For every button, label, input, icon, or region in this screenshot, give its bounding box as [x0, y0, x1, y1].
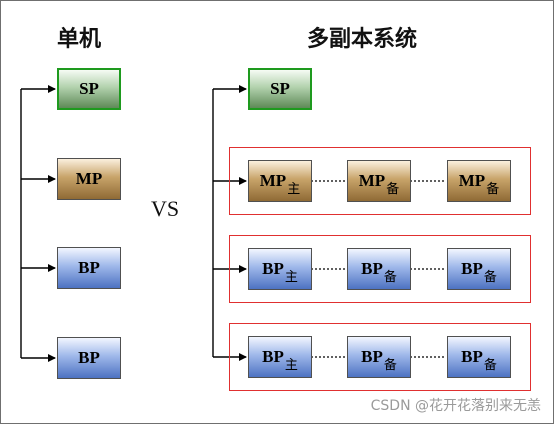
- bp-replica-group-2: [229, 323, 531, 391]
- node-label: MP: [75, 169, 103, 188]
- role-tag: 备: [483, 357, 497, 373]
- node-label: BP: [262, 259, 284, 278]
- role-tag: 主: [284, 357, 298, 373]
- node-label: SP: [79, 79, 99, 98]
- role-tag: 备: [386, 181, 400, 197]
- role-tag: 备: [483, 269, 497, 285]
- role-tag: 备: [383, 269, 397, 285]
- left-sp-node: SP: [57, 68, 121, 110]
- node-label: MP: [358, 171, 386, 190]
- vs-label: VS: [151, 196, 180, 221]
- left-mp-node: MP: [57, 158, 121, 200]
- node-label: BP: [361, 259, 383, 278]
- node-label: BP: [361, 347, 383, 366]
- node-label: BP: [461, 259, 483, 278]
- watermark-text: CSDN @花开花落别来无恙: [370, 398, 541, 414]
- node-label: BP: [78, 348, 100, 367]
- role-tag: 备: [383, 357, 397, 373]
- standalone-title: 单机: [57, 27, 102, 52]
- node-label: BP: [461, 347, 483, 366]
- left-bp-node-2: BP: [57, 337, 121, 379]
- role-tag: 主: [287, 181, 301, 197]
- replica-system-title: 多副本系统: [307, 27, 418, 52]
- right-sp-node: SP: [248, 68, 312, 110]
- node-label: BP: [262, 347, 284, 366]
- mp-replica-group: [229, 147, 531, 215]
- node-label: SP: [270, 79, 290, 98]
- node-label: BP: [78, 258, 100, 277]
- role-tag: 主: [284, 269, 298, 285]
- node-label: MP: [259, 171, 287, 190]
- node-label: MP: [458, 171, 486, 190]
- role-tag: 备: [486, 181, 500, 197]
- left-bp-node-1: BP: [57, 247, 121, 289]
- bp-replica-group-1: [229, 235, 531, 303]
